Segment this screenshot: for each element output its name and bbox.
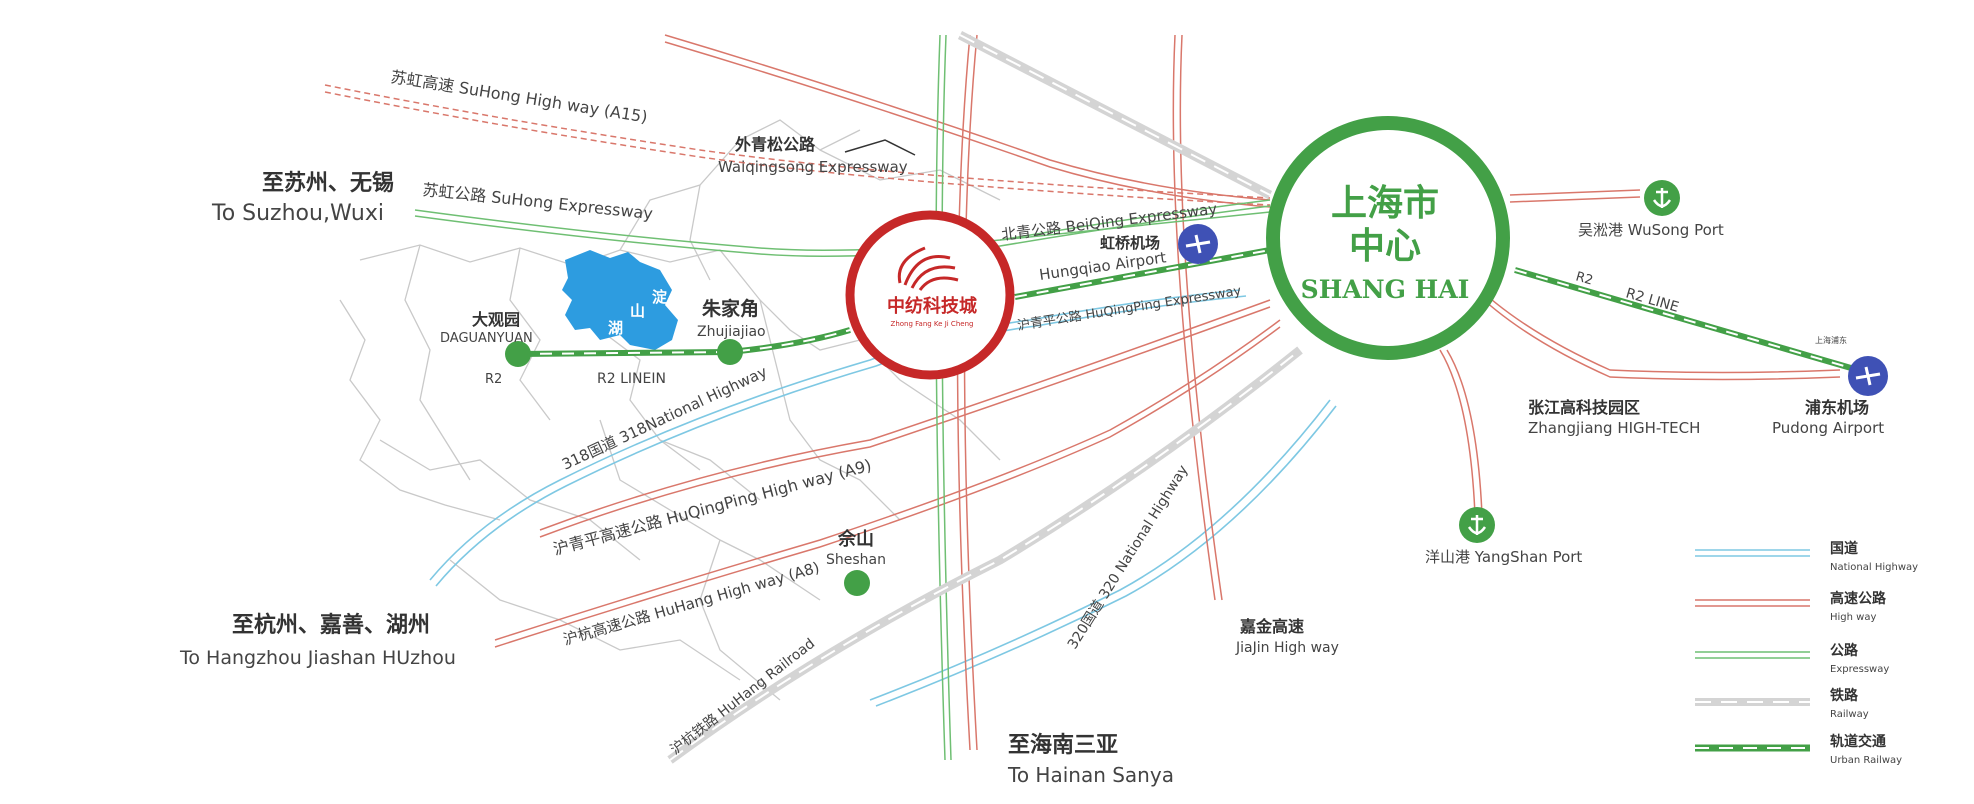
pudong-small-label: 上海浦东 <box>1815 335 1847 345</box>
suzhou-label-cn: 至苏州、无锡 <box>262 170 394 196</box>
huhang-hw-label: 沪杭高速公路 HuHang High way (A8) <box>561 558 821 649</box>
yangshan-port-label: 洋山港 YangShan Port <box>1425 548 1582 566</box>
hangzhou-label-cn: 至杭州、嘉善、湖州 <box>232 612 430 638</box>
center-name-en: SHANG HAI <box>1301 275 1470 304</box>
suhong-highway-label: 苏虹高速 SuHong High way (A15) <box>389 67 648 126</box>
zhujiajiao-label-en: Zhujiajiao <box>697 324 766 340</box>
hainan-label-cn: 至海南三亚 <box>1008 732 1118 758</box>
lake-char-2: 山 <box>630 302 645 320</box>
waiqingsong-label-en: Waiqingsong Expressway <box>718 158 908 176</box>
legend-label-cn: 国道 <box>1830 540 1858 557</box>
dianshan-lake <box>562 250 678 350</box>
hangzhou-label-en: To Hangzhou Jiashan HUzhou <box>179 647 456 669</box>
legend-label-en: Expressway <box>1830 664 1889 675</box>
huqingping-hw-label: 沪青平高速公路 HuQingPing High way (A9) <box>551 455 873 558</box>
zhujiajiao-station <box>717 339 743 365</box>
legend-item-highway: 高速公路 High way <box>1695 590 1887 623</box>
lake-char-1: 淀 <box>652 288 668 306</box>
railways <box>667 31 1303 764</box>
legend-item-railway: 铁路 Railway <box>1695 687 1869 720</box>
legend-label-en: High way <box>1830 612 1876 623</box>
r2-station-label: R2 <box>485 372 502 387</box>
lake-char-3: 湖 <box>608 319 623 337</box>
jiajin-label-cn: 嘉金高速 <box>1239 617 1304 636</box>
center-name-cn-1: 上海市 <box>1331 183 1439 224</box>
legend-item-urban-railway: 轨道交通 Urban Railway <box>1695 733 1902 766</box>
direction-arrow <box>844 139 916 156</box>
zhangjiang-label-en: Zhangjiang HIGH-TECH <box>1528 419 1700 437</box>
sheshan-station <box>844 570 870 596</box>
legend-label-cn: 铁路 <box>1830 687 1859 704</box>
project-logo-en: Zhong Fang Ke Ji Cheng <box>891 320 974 328</box>
r2-linein-label: R2 LINEIN <box>597 371 666 387</box>
legend-item-national-highway: 国道 National Highway <box>1695 540 1918 573</box>
legend-label-cn: 轨道交通 <box>1830 733 1886 750</box>
hainan-label-en: To Hainan Sanya <box>1007 763 1174 787</box>
zhujiajiao-label-cn: 朱家角 <box>702 297 759 320</box>
legend-label-en: Urban Railway <box>1830 755 1902 766</box>
daguanyuan-label-cn: 大观园 <box>472 310 520 329</box>
hongqiao-label-cn: 虹桥机场 <box>1100 234 1160 252</box>
pudong-label-en: Pudong Airport <box>1772 419 1884 437</box>
suzhou-label-en: To Suzhou,Wuxi <box>211 201 384 226</box>
jiajin-label-en: JiaJin High way <box>1235 640 1339 656</box>
sheshan-label-en: Sheshan <box>826 552 886 568</box>
daguanyuan-label-en: DAGUANYUAN <box>440 331 533 346</box>
project-logo-icon <box>897 246 959 291</box>
legend-label-en: National Highway <box>1830 562 1918 573</box>
suhong-expressway-label: 苏虹公路 SuHong Expressway <box>422 180 654 223</box>
sheshan-label-cn: 佘山 <box>837 528 874 550</box>
legend-label-en: Railway <box>1830 709 1869 720</box>
shanghai-center-circle <box>1266 116 1510 360</box>
waiqingsong-label-cn: 外青松公路 <box>734 135 816 154</box>
r2-short-label: R2 <box>1574 269 1595 288</box>
daguanyuan-station <box>505 341 531 367</box>
legend: 国道 National Highway 高速公路 High way 公路 Exp… <box>1695 540 1918 766</box>
legend-label-cn: 高速公路 <box>1830 590 1887 607</box>
project-logo-cn: 中纺科技城 <box>887 295 977 317</box>
legend-label-cn: 公路 <box>1830 642 1859 659</box>
wusong-port-label: 吴淞港 WuSong Port <box>1578 221 1724 239</box>
pudong-label-cn: 浦东机场 <box>1805 398 1869 417</box>
legend-item-expressway: 公路 Expressway <box>1695 642 1889 675</box>
zhangjiang-label-cn: 张江高科技园区 <box>1528 398 1640 417</box>
center-name-cn-2: 中心 <box>1349 226 1421 267</box>
national-highways <box>429 289 1337 707</box>
expressways <box>414 34 1271 761</box>
district-boundaries <box>339 119 1001 701</box>
highways <box>324 34 1841 751</box>
project-logo-circle <box>845 210 1015 380</box>
railroad-label: 沪杭铁路 HuHang Railroad <box>668 636 818 758</box>
